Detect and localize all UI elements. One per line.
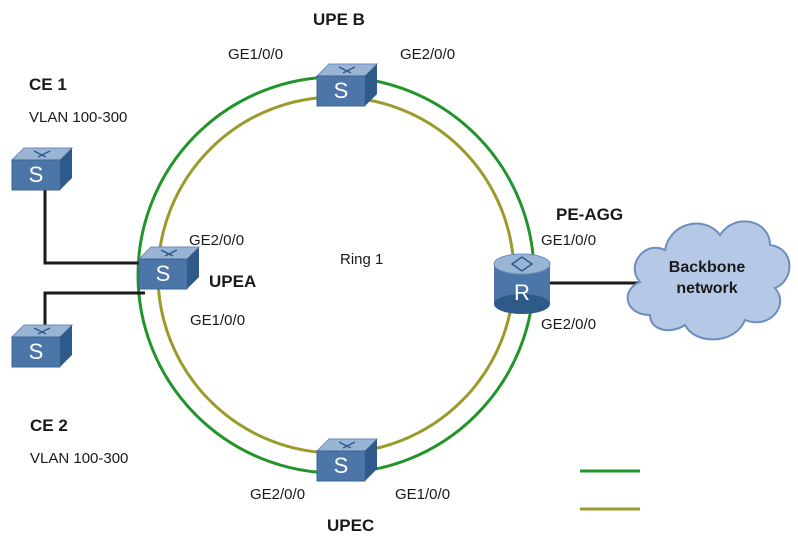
- backbone-label-line2: network: [676, 280, 738, 297]
- upe-a-name: UPEA: [209, 272, 257, 291]
- upe-b-right-port: GE2/0/0: [400, 46, 456, 63]
- upe-c-switch-icon: S: [315, 438, 379, 482]
- ring-label: Ring 1: [340, 251, 384, 268]
- ce2-name: CE 2: [30, 416, 68, 435]
- upe-c-left-port: GE2/0/0: [250, 486, 306, 503]
- upe-c-glyph: S: [334, 453, 349, 478]
- backbone-cloud-icon: [626, 220, 791, 341]
- upe-a-switch-icon: S: [137, 246, 201, 290]
- ce2-switch-icon: S: [10, 324, 74, 368]
- upe-b-left-port: GE1/0/0: [228, 46, 284, 63]
- ce1-vlan: VLAN 100-300: [29, 109, 128, 126]
- ce1-switch-icon: S: [10, 147, 74, 191]
- pe-agg-top-port: GE1/0/0: [541, 232, 597, 249]
- upe-a-glyph: S: [156, 261, 171, 286]
- ce2-vlan: VLAN 100-300: [30, 450, 129, 467]
- pe-agg-router-icon: R: [493, 253, 551, 314]
- upe-c-right-port: GE1/0/0: [395, 486, 451, 503]
- upe-b-switch-icon: S: [315, 63, 379, 107]
- link-ce2-upea: [43, 291, 145, 325]
- link-ce1-upea: [43, 190, 145, 265]
- ce2-glyph: S: [29, 339, 44, 364]
- upe-a-top-port: GE2/0/0: [189, 232, 245, 249]
- upe-b-glyph: S: [334, 78, 349, 103]
- ce1-glyph: S: [29, 162, 44, 187]
- upe-c-name: UPEC: [327, 516, 375, 535]
- backbone-label-line1: Backbone: [668, 259, 746, 276]
- pe-agg-name: PE-AGG: [556, 205, 624, 224]
- ce1-name: CE 1: [29, 75, 67, 94]
- upe-b-name: UPE B: [313, 10, 365, 29]
- pe-agg-glyph: R: [514, 280, 530, 305]
- pe-agg-bottom-port: GE2/0/0: [541, 316, 597, 333]
- upe-a-bottom-port: GE1/0/0: [190, 312, 246, 329]
